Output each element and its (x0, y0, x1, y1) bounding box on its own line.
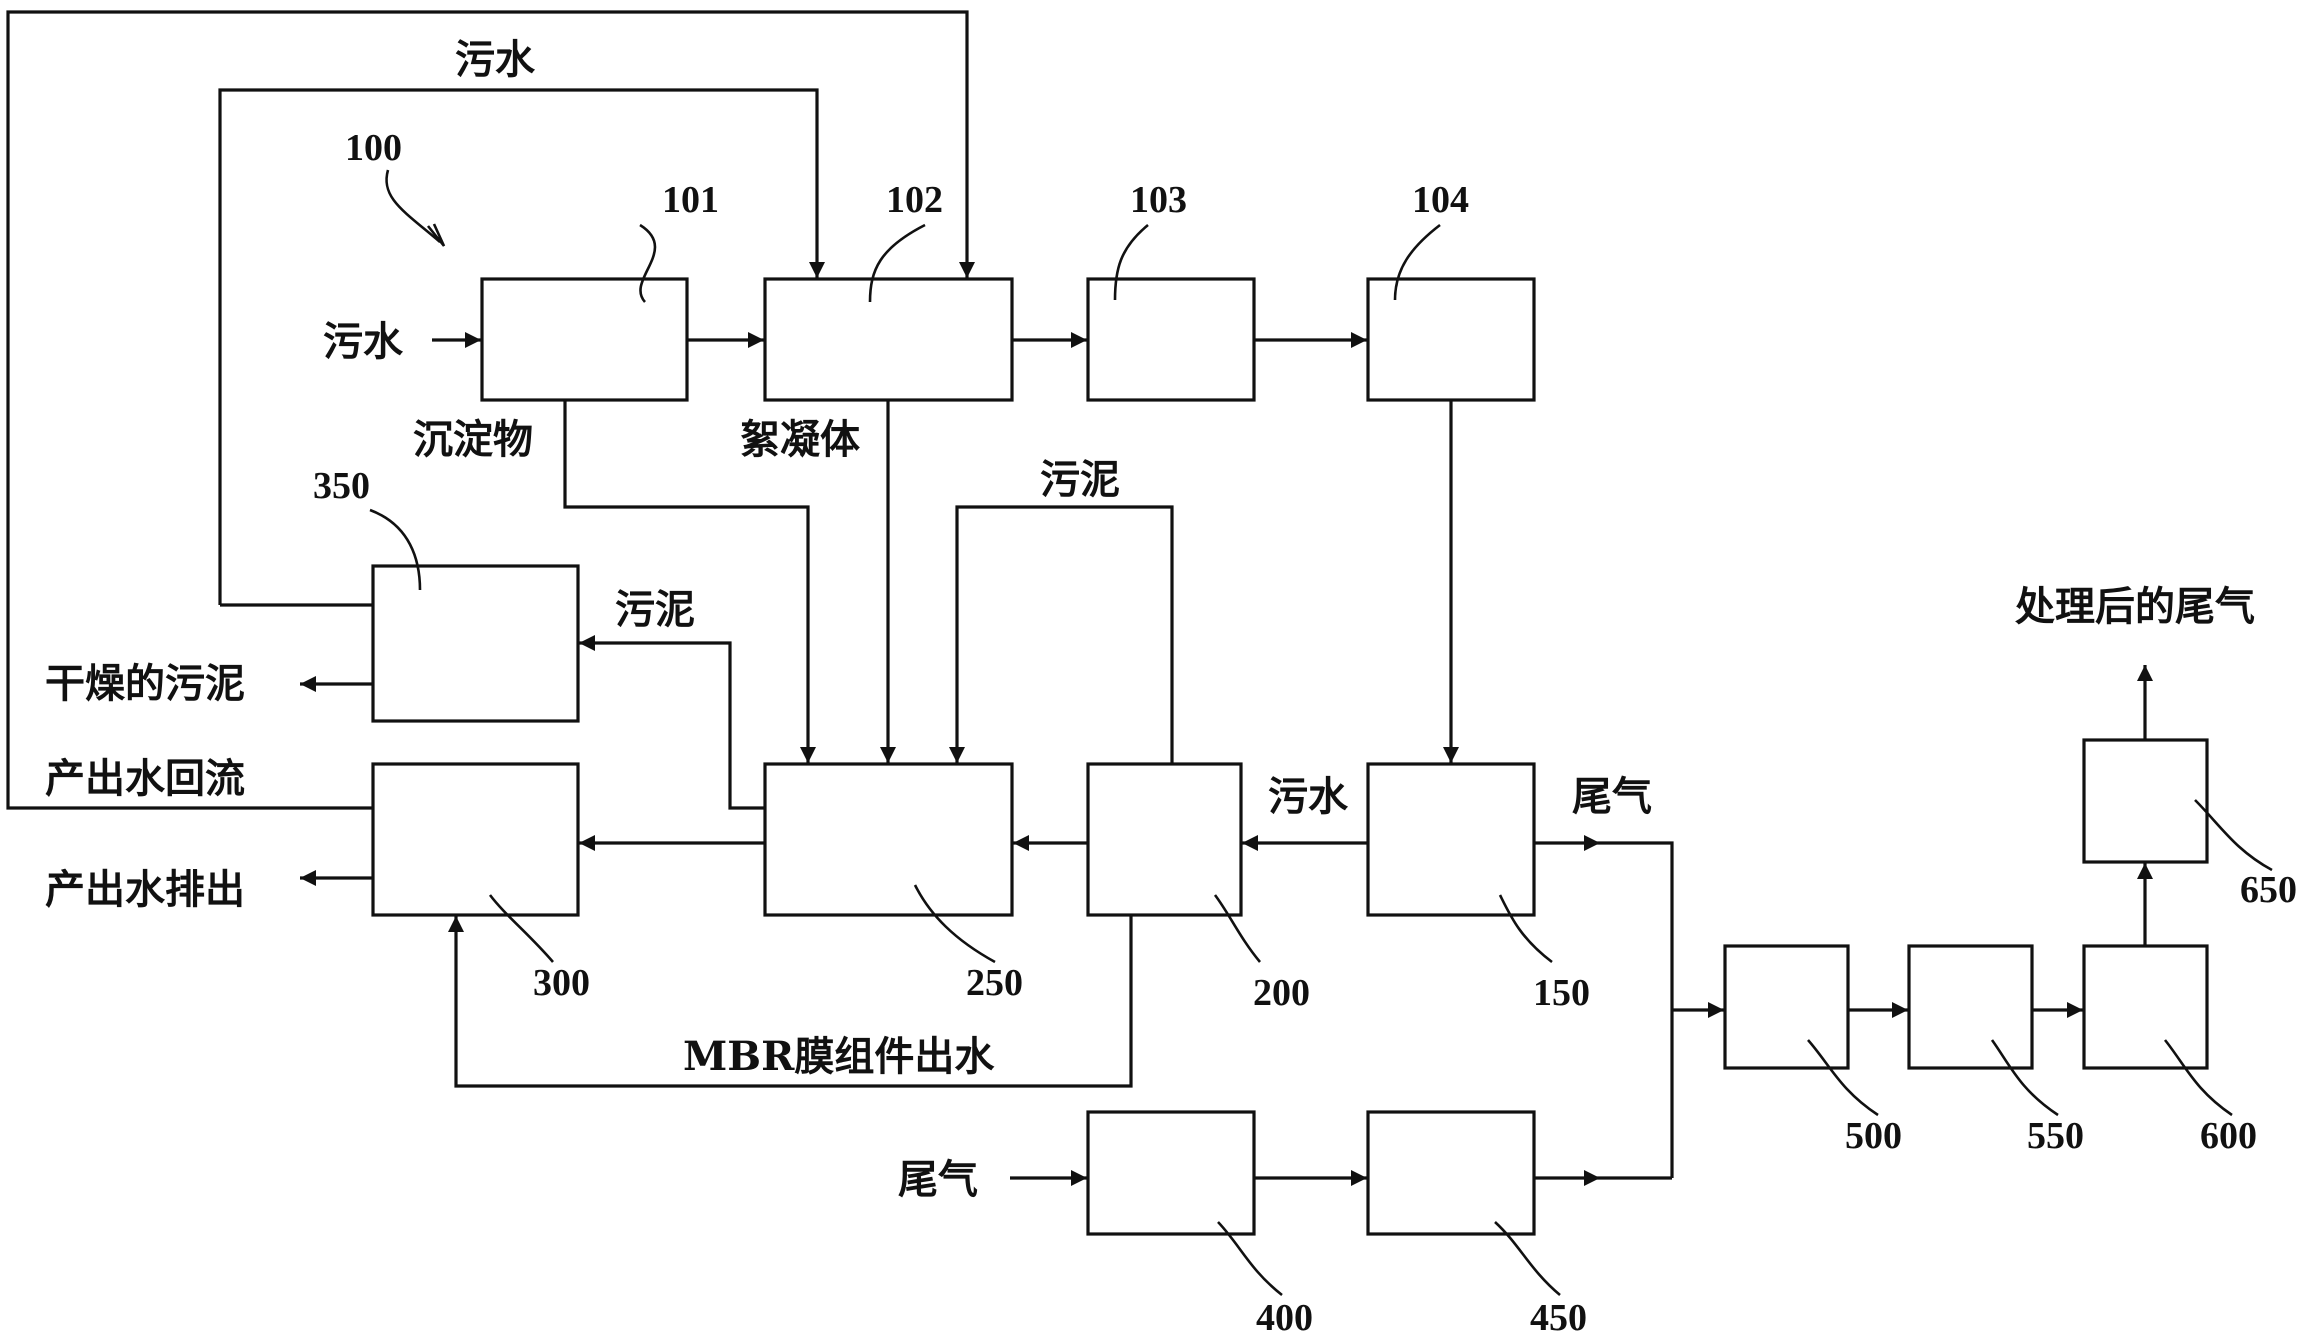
unit-350-box (371, 564, 580, 723)
label-sediment: 沉淀物 (413, 416, 533, 463)
unit-600-box (2082, 944, 2209, 1070)
label-treated-gas: 处理后的尾气 (2015, 583, 2255, 630)
unit-500-box (1723, 944, 1850, 1070)
unit-450-box (1366, 1110, 1536, 1236)
leader-500 (1807, 1039, 1879, 1117)
ref-550: 550 (2027, 1115, 2084, 1157)
leader-300 (488, 894, 554, 963)
label-effluent-reflux: 产出水回流 (45, 755, 245, 802)
label-effluent-discharge: 产出水排出 (45, 866, 245, 913)
ref-400: 400 (1256, 1297, 1313, 1339)
unit-102-box (763, 277, 1014, 402)
leader-103 (1113, 223, 1149, 301)
ref-100: 100 (345, 127, 402, 169)
sewage-top-to-102 (218, 88, 825, 605)
unit-650-box (2082, 738, 2209, 864)
ref-300: 300 (533, 962, 590, 1004)
unit-200-box (1086, 762, 1243, 917)
tail-gas-150-to-junction (1600, 841, 1674, 1178)
leader-150 (1498, 894, 1553, 964)
label-sludge-350: 污泥 (615, 586, 695, 633)
leader-100 (385, 169, 441, 243)
ref-450: 450 (1530, 1297, 1587, 1339)
sediment-to-250 (563, 400, 816, 763)
unit-300-box (371, 762, 580, 917)
leader-650 (2194, 799, 2273, 872)
ref-500: 500 (1845, 1115, 1902, 1157)
leader-350 (369, 508, 422, 591)
ref-200: 200 (1253, 972, 1310, 1014)
leader-200 (1213, 894, 1261, 963)
unit-250-box (763, 762, 1014, 917)
leader-550 (1990, 1039, 2059, 1117)
label-sewage-inlet: 污水 (323, 318, 404, 365)
sludge-200-to-250 (949, 505, 1174, 764)
label-sewage-150: 污水 (1268, 773, 1349, 820)
label-tail-gas-inlet: 尾气 (898, 1156, 978, 1203)
ref-104: 104 (1412, 179, 1469, 221)
leader-100-tip (426, 223, 446, 247)
leader-104 (1393, 223, 1441, 301)
label-tail-gas-150: 尾气 (1572, 773, 1652, 820)
leader-102 (868, 223, 926, 303)
unit-550-box (1907, 944, 2034, 1070)
ref-103: 103 (1130, 179, 1187, 221)
sludge-250-to-350 (579, 635, 765, 810)
ref-650: 650 (2240, 869, 2297, 911)
label-sewage-top: 污水 (455, 36, 536, 83)
leader-600 (2163, 1039, 2233, 1117)
unit-150-box (1366, 762, 1536, 917)
ref-250: 250 (966, 962, 1023, 1004)
unit-104-box (1366, 277, 1536, 402)
label-flocs: 絮凝体 (740, 416, 860, 463)
leader-250 (913, 884, 996, 964)
label-sludge-upper: 污泥 (1040, 456, 1120, 503)
ref-150: 150 (1533, 972, 1590, 1014)
label-mbr-effluent: MBR膜组件出水 (683, 1033, 995, 1080)
unit-400-box (1086, 1110, 1256, 1236)
unit-103-box (1086, 277, 1256, 402)
leader-450 (1494, 1221, 1561, 1296)
label-dried-sludge: 干燥的污泥 (45, 660, 245, 707)
ref-102: 102 (886, 179, 943, 221)
leader-101 (639, 223, 657, 303)
effluent-reflux-loop (6, 10, 975, 810)
ref-600: 600 (2200, 1115, 2257, 1157)
ref-101: 101 (662, 179, 719, 221)
mbr-effluent-to-300 (448, 915, 1133, 1088)
unit-101-box (480, 277, 689, 402)
ref-350: 350 (313, 465, 370, 507)
leader-400 (1217, 1221, 1283, 1297)
